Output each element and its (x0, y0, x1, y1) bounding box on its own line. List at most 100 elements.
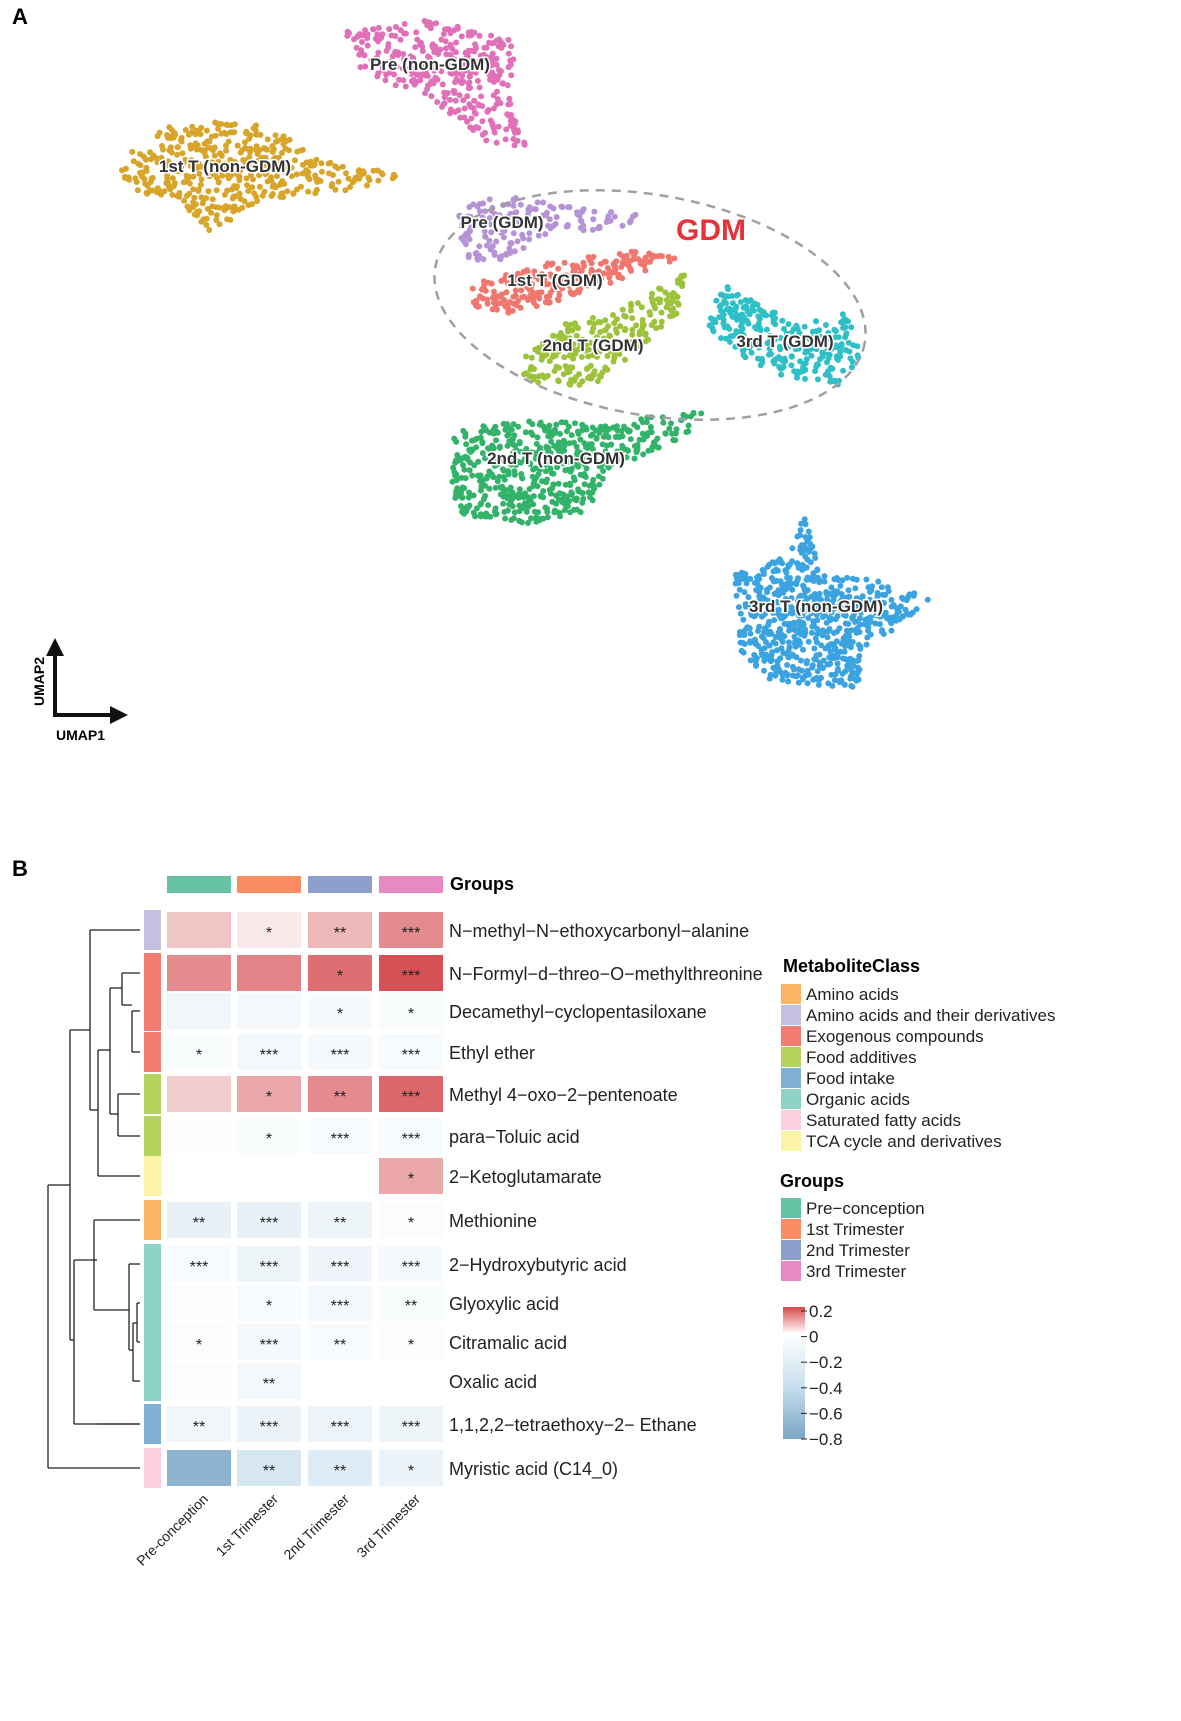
umap-point (556, 449, 563, 456)
significance-mark: * (266, 1131, 272, 1148)
umap-point (486, 63, 493, 70)
umap-point (213, 217, 220, 223)
umap-point (544, 460, 551, 467)
umap-point (619, 222, 626, 229)
umap-point (808, 593, 815, 600)
umap-point (756, 598, 763, 605)
umap-point (725, 286, 731, 293)
umap-point (538, 271, 545, 278)
group-annotation-bar (167, 876, 443, 893)
umap-point (534, 434, 541, 441)
significance-mark: * (408, 1171, 414, 1188)
umap-point (483, 475, 490, 482)
umap-point (586, 319, 593, 326)
significance-mark: *** (331, 1131, 350, 1148)
umap-point (604, 366, 611, 373)
umap-point (520, 503, 527, 510)
umap-point (469, 472, 476, 479)
umap-point (510, 196, 517, 203)
umap-point (685, 428, 692, 435)
umap-point (451, 88, 458, 95)
umap-point (374, 167, 381, 174)
umap-point (842, 334, 849, 341)
umap-point (810, 573, 816, 580)
umap-point (737, 299, 744, 305)
umap-point (154, 185, 161, 192)
umap-point (634, 442, 641, 448)
umap-point (643, 419, 650, 426)
umap-point (564, 466, 571, 473)
umap-point (526, 286, 533, 293)
umap-point (368, 56, 375, 63)
umap-point (533, 303, 540, 310)
umap-point (440, 31, 447, 37)
umap-point (833, 628, 840, 635)
umap-point (850, 342, 857, 349)
umap-point (553, 339, 560, 346)
umap-point (712, 319, 719, 326)
umap-point (515, 218, 522, 225)
umap-point (865, 615, 871, 622)
umap-point (256, 183, 263, 190)
umap-point (546, 358, 553, 365)
umap-point (487, 221, 494, 228)
umap-point (558, 203, 565, 210)
umap-point (562, 419, 569, 426)
umap-point (482, 482, 488, 489)
umap-point (443, 45, 449, 52)
umap-point (580, 222, 587, 229)
umap-point (466, 73, 473, 80)
umap-point (665, 253, 672, 260)
umap-point (413, 78, 420, 85)
umap-point (497, 293, 504, 300)
umap-point (848, 682, 855, 689)
umap-point (743, 305, 750, 312)
umap-point (164, 175, 171, 182)
colorbar-tick-label: 0 (809, 1328, 818, 1347)
significance-mark: *** (260, 1419, 279, 1436)
heatmap-cell (308, 1076, 372, 1112)
umap-point (454, 23, 461, 30)
umap-point (809, 543, 816, 550)
heatmap-chart: B Groups *******************************… (12, 856, 1055, 1569)
umap-point (156, 129, 163, 136)
umap-point (261, 188, 268, 195)
umap-point (428, 61, 435, 68)
row-label: Myristic acid (C14_0) (449, 1459, 618, 1480)
umap-point (756, 593, 763, 600)
umap-point (848, 602, 855, 608)
umap-point (556, 277, 563, 284)
umap-point (513, 462, 519, 468)
umap-point (852, 585, 859, 592)
umap-point (673, 310, 680, 317)
umap-point (487, 459, 493, 466)
umap-point (577, 436, 584, 443)
umap-point (540, 353, 547, 360)
umap-point (402, 83, 409, 90)
umap-point (499, 300, 506, 306)
umap-point (726, 338, 733, 345)
umap-point (655, 296, 661, 303)
heatmap-cell (167, 1202, 231, 1238)
cluster-label: 2nd T (GDM) (542, 336, 643, 355)
umap-point (579, 208, 586, 214)
umap-point (607, 333, 613, 340)
umap-point (499, 485, 506, 492)
umap-point (680, 411, 687, 418)
umap-point (169, 175, 176, 182)
umap-point (230, 208, 237, 215)
umap-point (899, 613, 906, 620)
class-annotation-cell (144, 1322, 161, 1362)
umap-point (553, 500, 560, 507)
umap-point (845, 339, 852, 346)
umap-point (485, 502, 492, 509)
umap-point (640, 451, 647, 458)
umap-point (658, 318, 665, 325)
umap-point (472, 110, 479, 117)
significance-mark: * (196, 1337, 202, 1354)
umap-point (550, 332, 557, 339)
heatmap-cell (308, 1324, 372, 1360)
umap-point (502, 515, 509, 522)
